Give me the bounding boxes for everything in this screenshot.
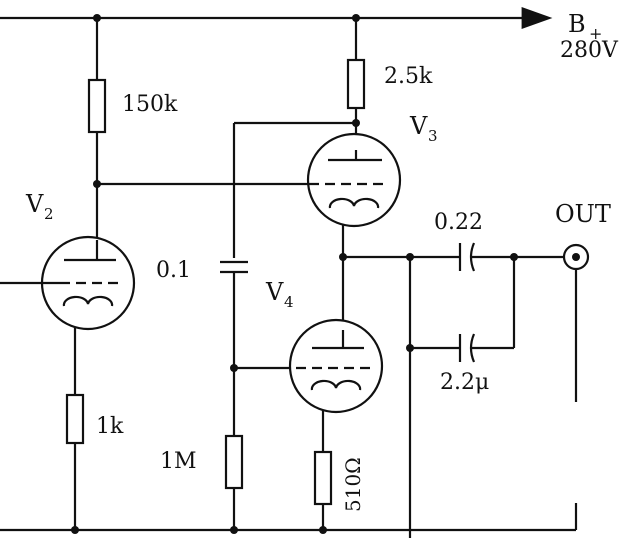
output-label: OUT (555, 200, 611, 228)
capacitor-0-22 (458, 242, 476, 272)
capacitor-0-22-label: 0.22 (434, 210, 483, 235)
tube-v4-label: V (265, 278, 284, 306)
tube-v4-subscript: 4 (284, 293, 294, 311)
tube-v3-label: V (409, 112, 428, 140)
supply-subscript: + (589, 24, 602, 43)
resistor-1m-label: 1M (160, 449, 197, 474)
resistor-1k-label: 1k (96, 414, 124, 439)
resistor-2-5k (346, 58, 366, 110)
resistor-510 (313, 450, 333, 506)
tube-v2-subscript: 2 (44, 205, 54, 223)
tube-v3 (306, 132, 402, 228)
resistor-2-5k-label: 2.5k (384, 64, 433, 89)
supply-voltage: 280V (560, 38, 619, 63)
resistor-1k (65, 393, 85, 445)
capacitor-2-2u (458, 333, 476, 363)
tube-v2-label: V (25, 190, 44, 218)
tube-v4 (288, 318, 384, 414)
resistor-150k (87, 78, 107, 134)
capacitor-2-2u-label: 2.2μ (440, 370, 489, 395)
tube-v2 (40, 235, 136, 331)
capacitor-0-1 (220, 260, 248, 274)
resistor-1m (224, 434, 244, 490)
supply-label: B (568, 10, 586, 38)
resistor-510-label: 510Ω (341, 457, 365, 512)
output-jack (562, 243, 590, 271)
capacitor-0-1-label: 0.1 (156, 258, 191, 283)
resistor-150k-label: 150k (122, 92, 178, 117)
tube-v3-subscript: 3 (428, 127, 438, 145)
